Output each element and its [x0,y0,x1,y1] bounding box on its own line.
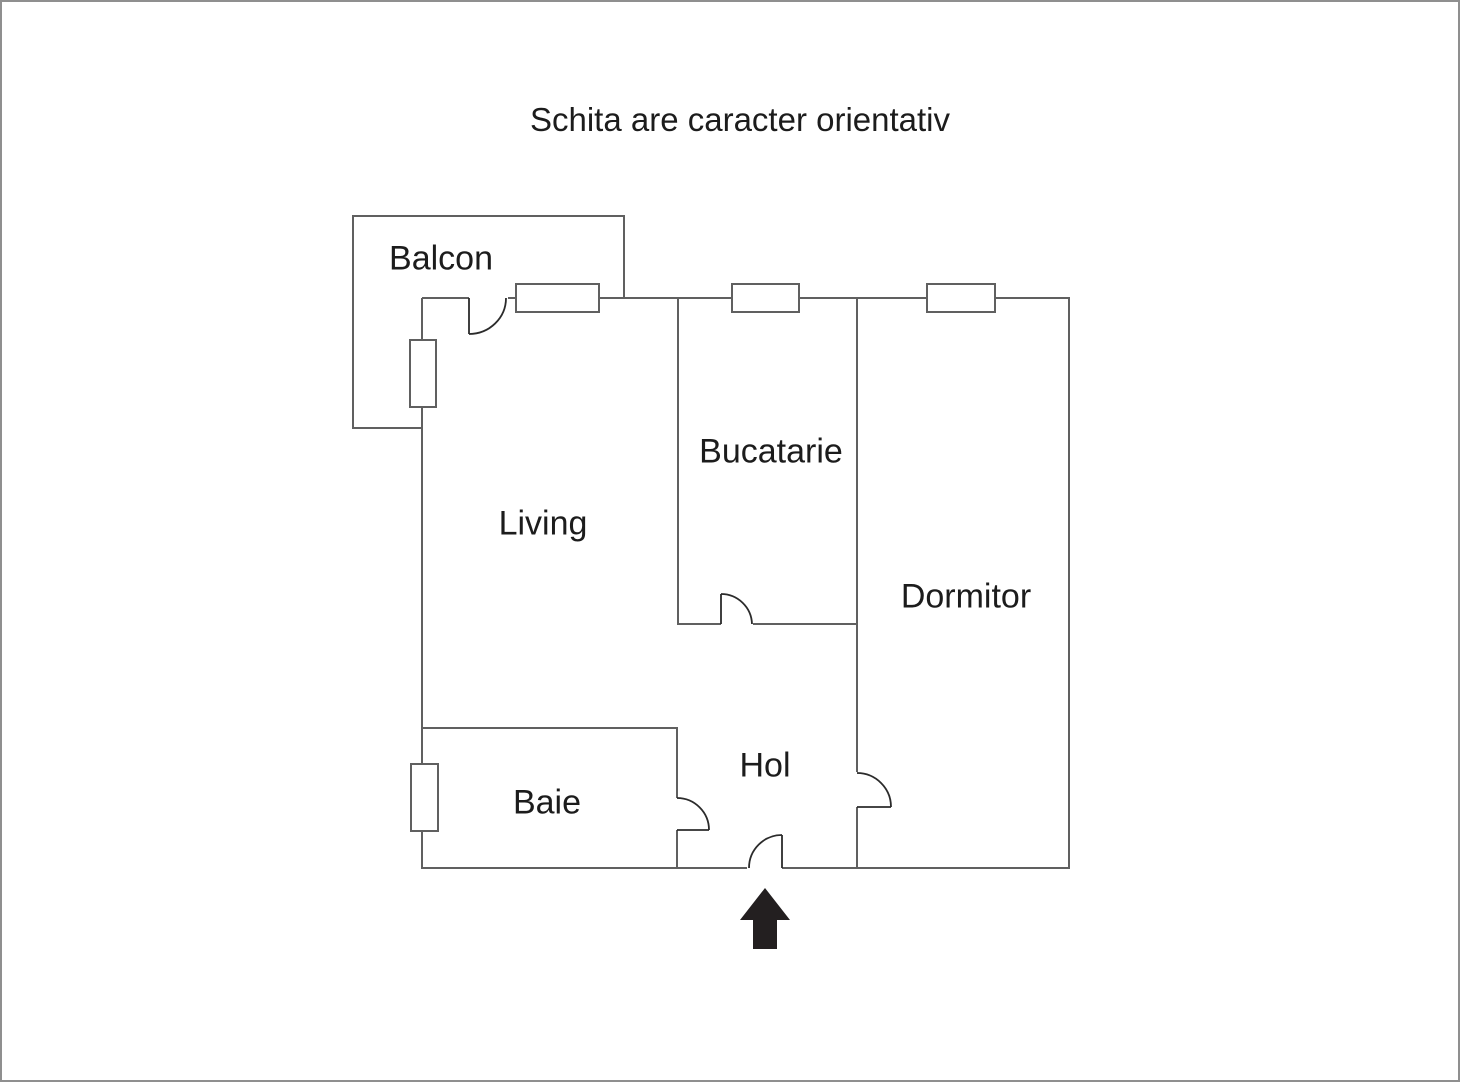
interior-walls [422,298,858,868]
room-label-bucatarie: Bucatarie [699,432,843,471]
bathroom-door [676,797,710,831]
living-top-window [515,283,600,313]
room-label-hol: Hol [739,746,791,785]
kitchen-door [720,593,753,625]
bedroom-door [856,772,892,808]
room-label-living: Living [498,504,588,543]
balcony-outline [352,215,625,429]
bathroom-window [410,763,439,832]
living-side-window [409,339,437,408]
windows [409,283,996,832]
room-label-baie: Baie [512,783,582,822]
room-label-dormitor: Dormitor [900,577,1032,616]
kitchen-window [731,283,800,313]
entrance-arrow-icon [740,888,790,949]
page-title: Schita are caracter orientativ [529,101,951,138]
room-label-balcon: Balcon [389,239,493,278]
bedroom-window [926,283,996,313]
balcony-door [468,297,507,335]
entrance-door [748,834,783,869]
